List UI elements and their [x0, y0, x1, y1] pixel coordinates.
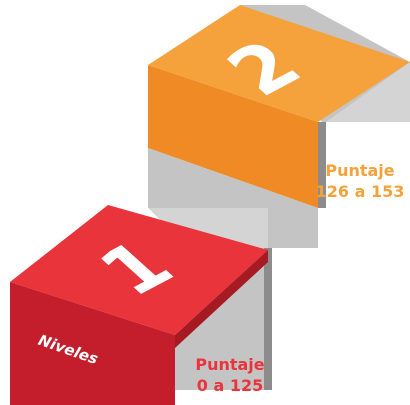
step-1-edge: [175, 250, 268, 348]
upper-wall-shadow: [318, 122, 326, 208]
score-2-title: Puntaje: [325, 161, 395, 180]
score-2-range: 126 a 153: [315, 182, 405, 201]
score-1-range: 0 a 125: [196, 376, 264, 395]
step-2-top: [148, 5, 410, 122]
score-1-title: Puntaje: [195, 355, 265, 374]
upper-wall-front: [326, 62, 410, 122]
step-1-top: [10, 205, 268, 335]
middle-riser-shadow: [264, 248, 272, 390]
middle-wall-gray: [148, 208, 268, 248]
score-label-2: Puntaje 126 a 153: [305, 160, 410, 202]
step-2-front: [148, 65, 318, 208]
score-label-1: Puntaje 0 a 125: [175, 354, 285, 396]
middle-riser-gray: [148, 148, 318, 248]
step-1-front: [10, 282, 175, 405]
